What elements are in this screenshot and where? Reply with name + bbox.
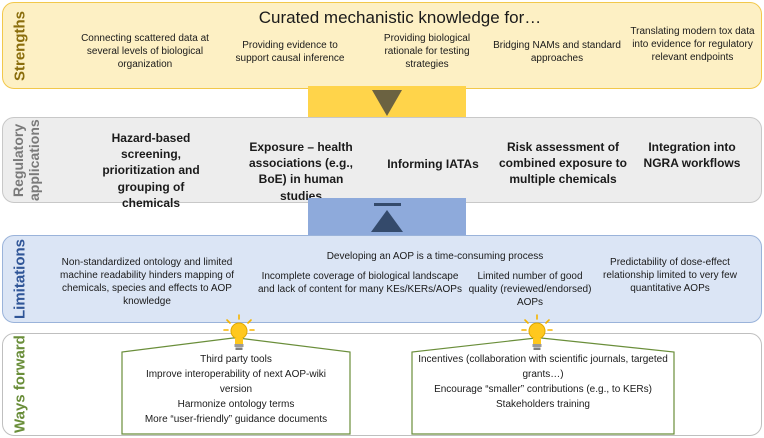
up-triangle-icon <box>371 203 403 232</box>
lightbulb-icon <box>223 314 255 350</box>
down-triangle-icon <box>372 90 402 116</box>
regulatory-item-2: Exposure – health associations (e.g., Bo… <box>248 140 354 203</box>
strengths-title: Curated mechanistic knowledge for… <box>258 8 542 27</box>
left-ways-item-4: More “user-friendly” guidance documents <box>144 414 328 425</box>
right-ways-item-2: Encourage “smaller” contributions (e.g.,… <box>434 384 652 395</box>
strengths-item-1: Connecting scattered data at several lev… <box>81 33 209 70</box>
regulatory-item-5: Integration into NGRA workflows <box>643 140 741 171</box>
up-arrow <box>308 198 466 237</box>
limitations-panel <box>2 235 762 323</box>
left-ways-list: Third party tools Improve interoperabili… <box>130 352 342 427</box>
regulatory-item-4: Risk assessment of combined exposure to … <box>498 140 628 187</box>
strengths-item-2: Providing evidence to support causal inf… <box>235 40 345 64</box>
left-ways-item-3: Harmonize ontology terms <box>177 399 295 410</box>
left-ways-item-2: Improve interoperability of next AOP-wik… <box>145 369 327 395</box>
limitations-label: Limitations <box>11 239 29 320</box>
strengths-label: Strengths <box>11 10 29 81</box>
regulatory-item-3: Informing IATAs <box>387 157 479 171</box>
limitations-item-2: Developing an AOP is a time-consuming pr… <box>326 251 544 262</box>
down-arrow <box>308 86 466 122</box>
limitations-item-3: Incomplete coverage of biological landsc… <box>258 271 462 295</box>
strengths-item-5: Translating modern tox data into evidenc… <box>630 26 755 63</box>
regulatory-label: Regulatory applications <box>9 119 42 201</box>
right-ways-list: Incentives (collaboration with scientifi… <box>418 352 668 412</box>
left-ways-item-1: Third party tools <box>200 354 272 365</box>
limitations-item-4: Limited number of good quality (reviewed… <box>468 271 592 308</box>
regulatory-item-1: Hazard-based screening, prioritization a… <box>102 131 200 210</box>
strengths-panel <box>2 2 762 89</box>
regulatory-panel <box>2 117 762 203</box>
strengths-item-4: Bridging NAMs and standard approaches <box>493 40 621 64</box>
strengths-item-3: Providing biological rationale for testi… <box>383 33 471 70</box>
right-ways-item-1: Incentives (collaboration with scientifi… <box>418 354 668 380</box>
ways-forward-label: Ways forward <box>11 335 29 434</box>
lightbulb-icon <box>521 314 553 350</box>
right-ways-item-3: Stakeholders training <box>496 399 590 410</box>
limitations-item-1: Non-standardized ontology and limited ma… <box>60 257 234 307</box>
limitations-item-5: Predictability of dose-effect relationsh… <box>603 257 737 294</box>
